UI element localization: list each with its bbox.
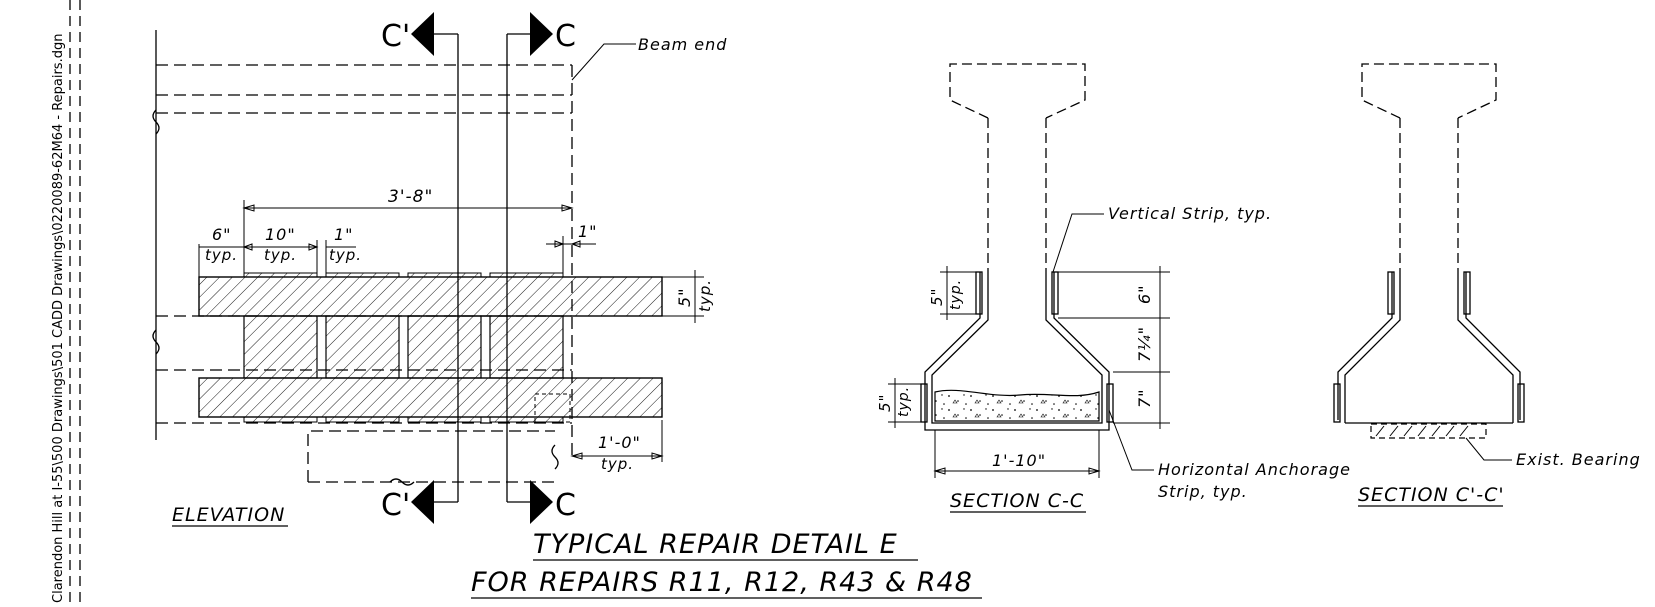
vertical-strip [489,315,564,379]
section-mark-c-bottom: C [555,488,576,523]
dim-extension: 1'-0" [598,433,641,452]
beam-end-leader [571,43,636,81]
file-path-label: Clarendon Hill at I-55\500 Drawings\501 … [51,34,66,603]
dim-flange-strip: 5" [675,287,694,307]
horizontal-strip-label-2: Strip, typ. [1158,482,1248,501]
section-mark-c-prime-bottom: C' [381,488,410,523]
elevation-view: Beam end [152,12,727,527]
break-mark [152,109,160,135]
dim-bottom-strip: 5" [876,394,894,412]
dim-end-strip: 6" [212,225,232,244]
vertical-strip [325,315,400,379]
section-arrow-icon [530,12,553,56]
dim-extension-typ: typ. [601,455,634,473]
dim-overall: 3'-8" [388,187,433,207]
dim-width: 1'-10" [992,451,1046,470]
vertical-strip [243,315,318,379]
section-c-prime-title: SECTION C'-C' [1358,484,1505,506]
section-cc-title: SECTION C-C [950,490,1084,512]
dim-bottom-strip-typ: typ. [896,386,912,417]
section-arrow-icon [411,12,434,56]
vertical-strip [407,315,482,379]
section-mark-c-top: C [555,19,576,54]
dim-flange-strip-typ: typ. [696,279,714,312]
top-flange-strip [198,276,663,317]
dim-7: 7" [1135,388,1154,408]
dim-top-strip-typ: typ. [948,279,964,310]
dim-top-strip: 5" [928,288,946,306]
dim-end-strip-typ: typ. [205,246,238,264]
dim-strip-width-typ: typ. [264,246,297,264]
vertical-strip-label: Vertical Strip, typ. [1108,204,1272,223]
bearing-label: Exist. Bearing [1516,450,1641,469]
section-arrow-icon [530,480,553,524]
sheet-border [69,0,81,607]
section-mark-c-prime-top: C' [381,19,410,54]
elevation-title: ELEVATION [172,504,285,526]
section-cc-view: Vertical Strip, typ. 5" typ. 5" typ. 6" … [876,63,1351,513]
detail-title-line-2: FOR REPAIRS R11, R12, R43 & R48 [471,567,973,598]
dim-6: 6" [1135,284,1154,304]
dim-strip-width: 10" [265,225,296,244]
dim-gap: 1" [334,225,354,244]
beam-end-label: Beam end [638,35,727,54]
section-c-prime-view: Exist. Bearing SECTION C'-C' [1333,63,1641,507]
horizontal-strip-label-1: Horizontal Anchorage [1158,460,1351,479]
dim-beam-end-gap: 1" [578,222,598,241]
detail-title-line-1: TYPICAL REPAIR DETAIL E [533,529,898,560]
exist-bearing [1370,423,1487,439]
break-mark [152,329,160,355]
repair-concrete-fill [934,389,1100,422]
section-arrow-icon [411,480,434,524]
dim-7-1-4: 7¼" [1135,326,1154,362]
dim-gap-typ: typ. [329,246,362,264]
bottom-flange-strip [198,377,663,418]
